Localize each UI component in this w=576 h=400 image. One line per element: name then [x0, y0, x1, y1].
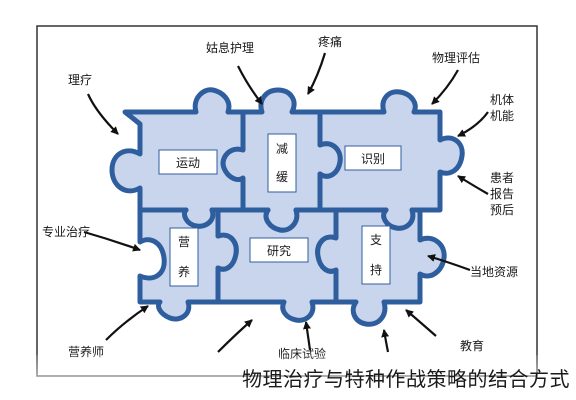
label-patient-2: 报告 [490, 186, 514, 201]
arrow-physio [86, 93, 119, 135]
label-local-res: 当地资源 [470, 265, 518, 279]
piece-labels: 运动 减 缓 识别 营 养 研究 支 持 [158, 133, 402, 287]
arrow-nutritionist [105, 305, 149, 341]
puzzle-piece-research [215, 207, 339, 323]
puzzle-pieces [109, 87, 465, 327]
piece-label-sport: 运动 [176, 156, 200, 170]
arrow-stop-care [237, 65, 263, 105]
arrow-bottom [381, 329, 390, 353]
label-mech-1: 机体 [490, 93, 514, 107]
label-physio-eval: 物理评估 [432, 51, 480, 65]
arrow-physio-eval [431, 69, 459, 105]
piece-label-nutrition-1: 营 [178, 235, 190, 249]
piece-label-reduce-1: 减 [276, 142, 288, 156]
piece-label-reduce-2: 缓 [276, 170, 288, 184]
label-stop-care: 姑息护理 [206, 40, 254, 55]
piece-label-research: 研究 [267, 243, 291, 258]
arrow-pain [307, 52, 327, 95]
label-physio: 理疗 [68, 73, 92, 87]
label-pain: 疼痛 [318, 34, 342, 49]
piece-label-nutrition-2: 养 [178, 264, 190, 279]
arrow-patient [457, 175, 489, 195]
arrow-clinical-2 [303, 321, 312, 351]
caption-bar: 物理治疗与特种作战策略的结合方式 [0, 355, 576, 400]
outer-labels: 姑息护理 疼痛 物理评估 理疗 机体 机能 患者 报告 预后 专业治疗 当地资源… [42, 34, 518, 361]
label-patient-1: 患者 [490, 171, 514, 185]
arrows [83, 52, 489, 353]
arrow-professional [83, 230, 141, 252]
label-patient-3: 预后 [490, 203, 514, 217]
arrow-clinical-1 [217, 319, 253, 353]
arrow-education [405, 309, 437, 337]
label-professional: 专业治疗 [42, 224, 90, 239]
label-mech-2: 机能 [490, 109, 514, 123]
caption-title: 物理治疗与特种作战策略的结合方式 [242, 367, 570, 391]
piece-label-support-2: 持 [370, 262, 382, 277]
arrow-mech [457, 111, 489, 137]
arrow-local-res [427, 254, 471, 272]
label-education: 教育 [460, 338, 484, 353]
piece-label-support-1: 支 [370, 233, 382, 247]
piece-label-knowledge: 识别 [361, 152, 385, 166]
